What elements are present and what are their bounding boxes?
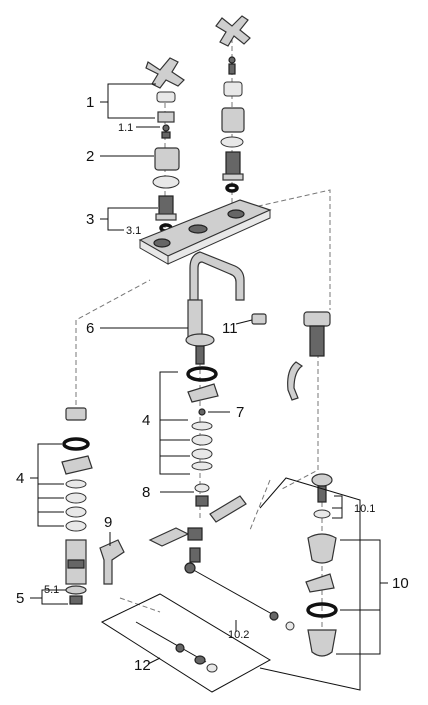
label-8: 8 — [142, 484, 150, 501]
right-cap — [223, 81, 243, 97]
pop-up-waste — [259, 473, 361, 691]
assembly-dashed-lines — [75, 30, 331, 630]
left-cap-sleeve — [157, 111, 175, 123]
deck-plate — [138, 199, 272, 265]
lift-rod-kit — [100, 593, 272, 693]
right-cross-handle — [215, 15, 251, 47]
label-5: 5 — [16, 590, 24, 607]
left-sleeve — [154, 147, 180, 171]
label-6: 6 — [86, 320, 94, 337]
left-cartridge-base — [155, 213, 177, 221]
label-4-centre: 4 — [142, 412, 150, 429]
label-5-1: 5.1 — [44, 584, 59, 596]
label-12: 12 — [134, 657, 151, 674]
left-washer-ring — [152, 175, 180, 189]
hose-elbow — [99, 539, 125, 585]
label-10-2: 10.2 — [228, 629, 249, 641]
label-1: 1 — [86, 94, 94, 111]
label-10-1: 10.1 — [354, 503, 375, 515]
centre-spout-stack — [186, 366, 219, 507]
left-cross-handle — [145, 57, 185, 89]
left-cartridge — [158, 195, 174, 217]
spout — [185, 251, 267, 365]
left-handle-cap — [156, 91, 176, 103]
drain-rod — [184, 562, 295, 631]
part-labels: 1 1.1 2 3 3.1 6 11 4 7 8 4 9 5 5.1 10.1 … — [16, 94, 409, 674]
right-cartridge-base — [222, 173, 244, 181]
label-9: 9 — [104, 514, 112, 531]
label-3-1: 3.1 — [126, 225, 141, 237]
label-2: 2 — [86, 148, 94, 165]
right-o-ring — [225, 183, 239, 193]
right-screw-body — [228, 63, 236, 75]
right-cartridge — [225, 151, 241, 177]
label-1-1: 1.1 — [118, 122, 133, 134]
tee-connector — [148, 495, 247, 563]
right-valve-assembly — [215, 15, 251, 193]
aerator — [251, 313, 267, 325]
right-valve-body — [287, 311, 331, 401]
left-valve-body — [61, 407, 93, 605]
left-small-screw — [162, 124, 170, 132]
label-3: 3 — [86, 211, 94, 228]
label-11: 11 — [222, 320, 238, 337]
label-7: 7 — [236, 404, 244, 421]
right-sleeve — [221, 107, 245, 133]
leader-lines — [30, 83, 388, 665]
right-washer — [220, 136, 244, 148]
left-screw-body — [161, 131, 171, 139]
label-4-left: 4 — [16, 470, 24, 487]
right-screw-top — [228, 56, 236, 64]
label-10: 10 — [392, 575, 409, 592]
